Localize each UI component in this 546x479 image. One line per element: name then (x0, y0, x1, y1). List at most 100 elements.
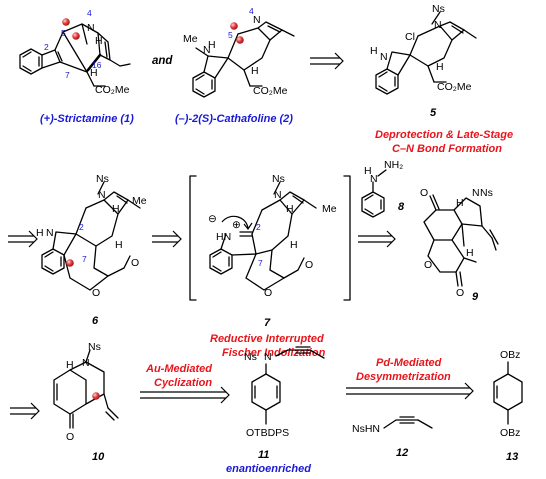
c7-oxygen-carbonyl: O (305, 259, 313, 271)
c2-locant-5: 5 (228, 30, 233, 40)
c7-hn: HN (216, 231, 231, 243)
and-text: and (152, 55, 173, 67)
c12-number: 12 (396, 447, 408, 459)
c8-n: N (370, 173, 378, 185)
c5-benzene-ring (375, 68, 399, 95)
compound-2-cathafoline: Me N N H H CO₂Me 4 5 (–)-2(S)-Cathafolin… (175, 6, 295, 125)
c1-hydrogen: H (95, 35, 103, 47)
c7-caption-1: Reductive Interrupted (210, 333, 324, 345)
c7-h-top: H (286, 203, 294, 215)
c9-number: 9 (472, 291, 479, 303)
c2-marker-c5 (230, 22, 238, 30)
compound-1-strictamine: N H H CO₂Me 4 5 2 7 16 (+)-Strictamine (… (19, 8, 134, 125)
c1-h-16: H (90, 67, 98, 79)
c7-locant-7: 7 (258, 258, 263, 268)
c6-benzene-ring (41, 248, 65, 275)
c1-locant-7: 7 (65, 70, 70, 80)
c6-oxygen-carbonyl: O (131, 257, 139, 269)
compound-8: H N NH₂ 8 (361, 159, 405, 218)
c10-number: 10 (92, 451, 105, 463)
c5-caption-2: C–N Bond Formation (392, 143, 502, 155)
c13-number: 13 (506, 451, 518, 463)
c12-nshn: NsHN (352, 423, 380, 435)
c5-nh-h: H (370, 45, 378, 57)
c5-ns: Ns (432, 3, 445, 15)
compound-11: Ns N OTBDPS 11 enantioenriched (226, 346, 325, 475)
c1-locant-16: 16 (92, 60, 102, 70)
au-arrow-label-1: Au-Mediated (145, 363, 212, 375)
c5-ester: CO₂Me (437, 81, 472, 93)
c10-oxygen: O (66, 431, 74, 443)
au-arrow: Au-Mediated Cyclization (140, 363, 230, 404)
c7-ns: Ns (272, 173, 285, 185)
c9-h-lower: H (466, 247, 474, 259)
c7-methyl: Me (322, 203, 337, 215)
c7-bracket-left (189, 175, 197, 301)
c1-marker-c5 (62, 18, 70, 26)
c10-marker (92, 392, 100, 400)
c6-n: N (98, 189, 106, 201)
c6-number: 6 (92, 315, 99, 327)
compound-9: O N Ns H H O O 9 (420, 187, 499, 303)
compound-6: Ns N H Me H N H O O 2 7 6 (36, 173, 147, 327)
c9-ring-oxygen: O (424, 259, 432, 271)
c5-chloro: Cl (405, 31, 415, 43)
c11-caption: enantioenriched (226, 463, 311, 475)
c10-h: H (66, 359, 74, 371)
compound-7: Ns N H Me ⊖ HN ⊕ H O O 2 7 7 Reductive I… (189, 173, 351, 359)
c6-methyl: Me (132, 195, 147, 207)
c7-bracket-right (343, 175, 351, 301)
c10-n: N (82, 357, 90, 369)
c6-locant-7: 7 (82, 254, 87, 264)
c9-h: H (456, 197, 464, 209)
c2-nitrogen: N (203, 44, 211, 56)
c13-obz-top: OBz (500, 349, 520, 361)
c5-n4: N (434, 19, 442, 31)
c6-locant-2: 2 (79, 222, 84, 232)
retro-arrow-3 (152, 230, 182, 248)
c8-h: H (364, 165, 372, 177)
compound-13: OBz OBz 13 (493, 349, 523, 463)
c2-ester: CO₂Me (253, 85, 288, 97)
c5-h: H (436, 61, 444, 73)
c6-ns: Ns (96, 173, 109, 185)
c10-ns: Ns (88, 341, 101, 353)
c2-h-2: H (208, 39, 216, 51)
c7-oxygen-ring: O (264, 287, 272, 299)
retro-arrow-4 (358, 230, 396, 248)
pd-arrow: Pd-Mediated Desymmetrization (346, 357, 474, 400)
c2-name: (–)-2(S)-Cathafoline (2) (175, 113, 293, 125)
c9-n: N (472, 187, 480, 199)
c7-number: 7 (264, 317, 271, 329)
c2-benzene-ring (192, 71, 216, 98)
compound-10: H N Ns O 10 (53, 341, 119, 463)
retro-arrow-5 (10, 402, 40, 420)
au-arrow-label-2: Cyclization (154, 377, 212, 389)
retro-arrow-2 (8, 230, 38, 248)
c1-benzene-ring (19, 48, 43, 75)
c7-hydride: ⊖ (208, 213, 217, 225)
c8-number: 8 (398, 201, 405, 213)
c6-nh-n: N (46, 227, 54, 239)
c8-benzene-ring (361, 191, 385, 218)
c1-locant-4: 4 (87, 8, 92, 18)
c6-oxygen-ring: O (92, 287, 100, 299)
c7-benzene-ring (209, 248, 233, 275)
c9-ketone-oxygen: O (420, 187, 428, 199)
c11-n: N (264, 351, 272, 363)
c5-number: 5 (430, 107, 437, 119)
c2-marker-c6 (236, 36, 244, 44)
c2-n4: N (253, 14, 261, 26)
c7-locant-2: 2 (256, 222, 261, 232)
c1-locant-5: 5 (61, 28, 66, 38)
c11-otbdps: OTBDPS (246, 427, 289, 439)
c5-nh-n: N (380, 51, 388, 63)
c1-marker-c6 (72, 32, 80, 40)
c7-plus: ⊕ (232, 219, 241, 231)
c5-caption-1: Deprotection & Late-Stage (375, 129, 513, 141)
c1-ester: CO₂Me (95, 84, 130, 96)
c13-obz-bottom: OBz (500, 427, 520, 439)
c7-n: N (274, 189, 282, 201)
c9-carbonyl-oxygen: O (456, 287, 464, 299)
